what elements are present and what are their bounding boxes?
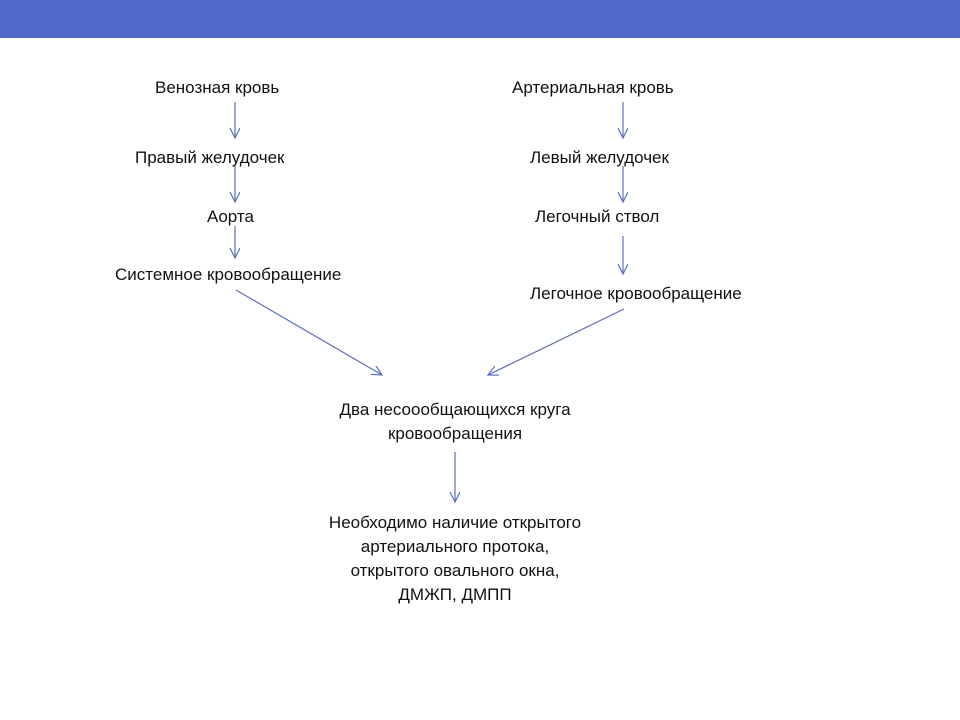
node-two-circuits: Два несоообщающихся круга кровообращения bbox=[290, 398, 620, 446]
node-arterial-blood: Артериальная кровь bbox=[512, 78, 674, 97]
top-accent-bar bbox=[0, 0, 960, 38]
node-aorta: Аорта bbox=[207, 207, 254, 226]
conclusion-line-3: открытого овального окна, bbox=[350, 561, 560, 580]
node-pulmonary-trunk: Легочный ствол bbox=[535, 207, 660, 226]
conclusion-line-2: артериального протока, bbox=[360, 537, 550, 556]
node-venous-blood: Венозная кровь bbox=[155, 78, 280, 97]
conclusion-line-1: Необходимо наличие открытого bbox=[328, 513, 582, 532]
node-left-ventricle: Левый желудочек bbox=[530, 148, 669, 167]
node-pulmonary-circulation: Легочное кровообращение bbox=[530, 284, 742, 303]
two-circuits-line-2: кровообращения bbox=[387, 424, 523, 443]
node-systemic-circulation: Системное кровообращение bbox=[115, 265, 342, 284]
arrow-systemic-to-two-circuits bbox=[235, 289, 382, 375]
node-right-ventricle: Правый желудочек bbox=[135, 148, 285, 167]
node-conclusion: Необходимо наличие открытого артериально… bbox=[270, 511, 640, 607]
conclusion-line-4: ДМЖП, ДМПП bbox=[398, 585, 512, 604]
arrow-pulmonary-to-two-circuits bbox=[488, 308, 625, 375]
two-circuits-line-1: Два несоообщающихся круга bbox=[339, 400, 571, 419]
